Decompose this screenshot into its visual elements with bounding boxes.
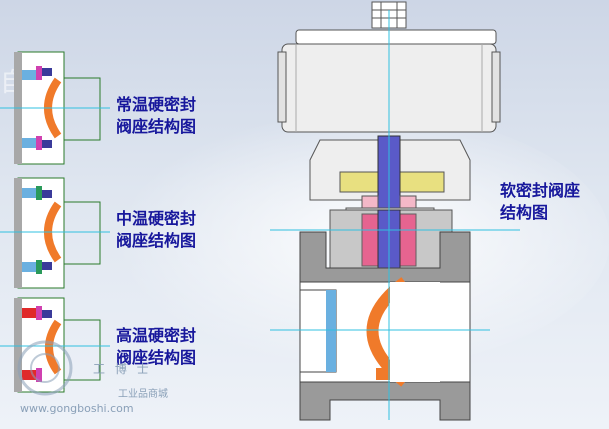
watermark-subtitle: 工业品商城 <box>118 389 168 400</box>
label-room-temp-line1: 常温硬密封 <box>116 95 197 114</box>
label-soft-seal: 软密封阀座 结构图 <box>500 180 580 224</box>
label-mid-temp-line1: 中温硬密封 <box>116 209 197 228</box>
main-valve-assembly <box>270 1 520 421</box>
seat-detail-room-temp <box>0 51 110 165</box>
watermark-url: www.gongboshi.com <box>20 402 134 415</box>
label-high-temp-hard-seal: 高温硬密封 阀座结构图 <box>116 325 196 369</box>
label-room-temp-hard-seal: 常温硬密封 阀座结构图 <box>116 94 196 138</box>
label-high-temp-line2: 阀座结构图 <box>116 348 197 367</box>
label-room-temp-line2: 阀座结构图 <box>116 117 197 136</box>
watermark-brand: 工 博 士 <box>93 362 152 376</box>
label-mid-temp-line2: 阀座结构图 <box>116 231 197 250</box>
watermark-logo-icon <box>17 340 73 396</box>
label-soft-seal-line2: 结构图 <box>500 203 549 222</box>
label-mid-temp-hard-seal: 中温硬密封 阀座结构图 <box>116 208 196 252</box>
seat-detail-mid-temp <box>0 177 110 289</box>
label-soft-seal-line1: 软密封阀座 <box>500 181 581 200</box>
label-high-temp-line1: 高温硬密封 <box>116 326 197 345</box>
